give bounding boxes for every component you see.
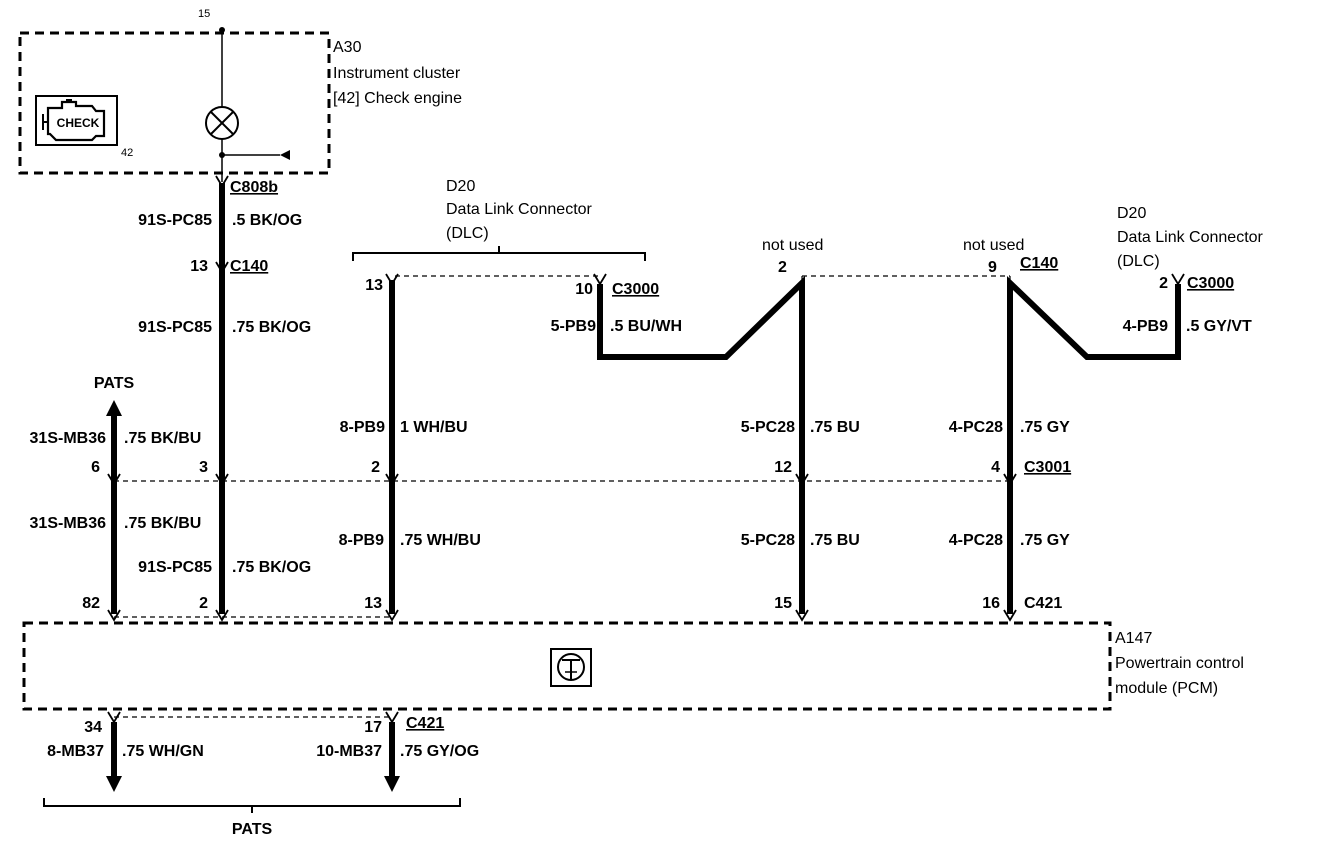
- pcm-module: A147 Powertrain control module (PCM): [22, 621, 1244, 711]
- arrow-down-icon: [106, 776, 122, 792]
- wire-8pb9-lower-gauge: .75 WH/BU: [400, 532, 481, 549]
- a147-id: A147: [1115, 630, 1152, 647]
- icon-pin-42: 42: [121, 147, 133, 159]
- bottom-pin-34: 34: [84, 719, 102, 736]
- conn-c3000-a: C3000: [612, 281, 659, 298]
- c3001-pin-2: 2: [371, 459, 380, 476]
- a30-id: A30: [333, 39, 362, 56]
- c421-pin-16: 16: [982, 595, 1000, 612]
- wire-4pc28-upper-circuit: 4-PC28: [949, 419, 1003, 436]
- dlc-left-abbr: (DLC): [446, 225, 489, 242]
- wire-8pb9-upper-gauge: 1 WH/BU: [400, 419, 468, 436]
- arrow-up-icon: [106, 400, 122, 416]
- wire-8pb9-upper-circuit: 8-PB9: [340, 419, 385, 436]
- not-used-a: not used: [762, 237, 823, 254]
- pats-upper-label: PATS: [94, 375, 135, 392]
- conn-c3001: C3001: [1024, 459, 1071, 476]
- c421-pin-13: 13: [364, 595, 382, 612]
- wire-31s-upper-gauge: .75 BK/BU: [124, 430, 201, 447]
- wire-91s-upper-circuit: 91S-PC85: [138, 212, 212, 229]
- c3001-pin-12: 12: [774, 459, 792, 476]
- dlc-left-id: D20: [446, 178, 475, 195]
- wire-91s-mid-circuit: 91S-PC85: [138, 319, 212, 336]
- wire-8mb37-gauge: .75 WH/GN: [122, 743, 204, 760]
- dlc-right: D20 Data Link Connector (DLC): [1117, 205, 1264, 270]
- a30-name: Instrument cluster: [333, 65, 461, 82]
- wire-5pc28-lower-gauge: .75 BU: [810, 532, 860, 549]
- check-engine-icon: CHECK: [35, 95, 118, 146]
- c3001-pin-4: 4: [991, 459, 1000, 476]
- wire-4-pb9: [1007, 275, 1181, 614]
- c3000-pin-10: 10: [575, 281, 593, 298]
- not-used-a-pin: 2: [778, 259, 787, 276]
- wire-10mb37-circuit: 10-MB37: [316, 743, 382, 760]
- top-pin-15: 15: [198, 8, 210, 20]
- conn-c3000-b: C3000: [1187, 275, 1234, 292]
- wire-31s-lower-gauge: .75 BK/BU: [124, 515, 201, 532]
- not-used-b: not used: [963, 237, 1024, 254]
- a147-name2: module (PCM): [1115, 680, 1218, 697]
- wire-10mb37-gauge: .75 GY/OG: [400, 743, 479, 760]
- conn-c421-a: C421: [1024, 595, 1062, 612]
- wire-8mb37-circuit: 8-MB37: [47, 743, 104, 760]
- wire-91s-upper-gauge: .5 BK/OG: [232, 212, 302, 229]
- dlc-left: D20 Data Link Connector (DLC): [352, 178, 646, 261]
- ground-arrow-icon: [280, 150, 290, 160]
- wire-4pc28-upper-gauge: .75 GY: [1020, 419, 1070, 436]
- wire-5pb9-circuit: 5-PB9: [551, 318, 596, 335]
- conn-c140-a: C140: [230, 258, 268, 275]
- c3001-pins: [107, 473, 1017, 486]
- wire-4pb9-circuit: 4-PB9: [1123, 318, 1168, 335]
- c3001-pin-6: 6: [91, 459, 100, 476]
- conn-c421-b: C421: [406, 715, 444, 732]
- c421-pin-15: 15: [774, 595, 792, 612]
- wire-5pc28-upper-gauge: .75 BU: [810, 419, 860, 436]
- dlc-right-name: Data Link Connector: [1117, 229, 1264, 246]
- c3001-pin-3: 3: [199, 459, 208, 476]
- wire-31s-upper-circuit: 31S-MB36: [30, 430, 107, 447]
- bottom-pin-17: 17: [364, 719, 382, 736]
- check-icon-text: CHECK: [57, 116, 100, 130]
- a147-name: Powertrain control: [1115, 655, 1244, 672]
- wire-5pb9-gauge: .5 BU/WH: [610, 318, 682, 335]
- wire-8pb9-lower-circuit: 8-PB9: [339, 532, 384, 549]
- conn-c140-b: C140: [1020, 255, 1058, 272]
- wire-91s-lower-circuit: 91S-PC85: [138, 559, 212, 576]
- c421-pin-2: 2: [199, 595, 208, 612]
- pats-bracket: [43, 798, 461, 807]
- wire-4pc28-lower-circuit: 4-PC28: [949, 532, 1003, 549]
- pcm-icon: [550, 648, 592, 687]
- wire-5pc28-lower-circuit: 5-PC28: [741, 532, 795, 549]
- wire-5-pb9: [597, 275, 805, 614]
- wire-91s-lower-gauge: .75 BK/OG: [232, 559, 311, 576]
- c421-pin-82: 82: [82, 595, 100, 612]
- pats-bottom-label: PATS: [232, 821, 273, 838]
- arrow-down-icon: [384, 776, 400, 792]
- dlc-pin-13: 13: [365, 277, 383, 294]
- c3000-pin-2: 2: [1159, 275, 1168, 292]
- not-used-b-pin: 9: [988, 259, 997, 276]
- wire-4pc28-lower-gauge: .75 GY: [1020, 532, 1070, 549]
- dlc-right-abbr: (DLC): [1117, 253, 1160, 270]
- dlc-left-name: Data Link Connector: [446, 201, 593, 218]
- wire-91s-mid-gauge: .75 BK/OG: [232, 319, 311, 336]
- wire-5pc28-upper-circuit: 5-PC28: [741, 419, 795, 436]
- c421-pins: [107, 609, 1017, 622]
- conn-c808b: C808b: [230, 179, 278, 196]
- instrument-cluster: A30 Instrument cluster [42] Check engine…: [18, 27, 462, 182]
- a30-desc: [42] Check engine: [333, 90, 462, 107]
- c140-pin-13: 13: [190, 258, 208, 275]
- wire-31s-lower-circuit: 31S-MB36: [30, 515, 107, 532]
- dlc-right-id: D20: [1117, 205, 1146, 222]
- wire-4pb9-gauge: .5 GY/VT: [1186, 318, 1252, 335]
